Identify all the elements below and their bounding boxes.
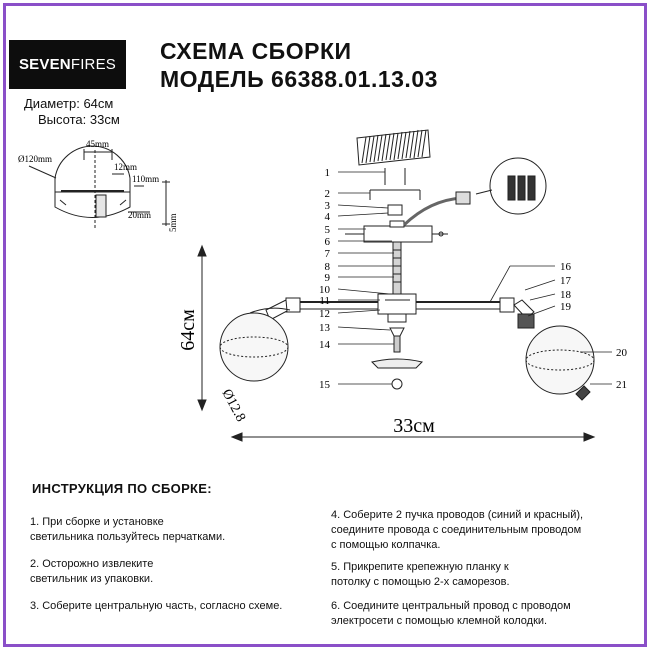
- part-leaders: [337, 171, 612, 385]
- part-number: 15: [319, 379, 331, 391]
- part-number: 14: [319, 339, 331, 351]
- step-line: светильник из упаковки.: [30, 573, 154, 585]
- part-number: 18: [560, 289, 572, 301]
- step-line: 4. Соберите 2 пучка проводов (синий и кр…: [331, 509, 584, 521]
- dim-5-label: 5mm: [168, 213, 178, 232]
- part-number: 7: [325, 248, 331, 260]
- part-number: 5: [325, 224, 331, 236]
- instruction-step-4: 4. Соберите 2 пучка проводов (синий и кр…: [331, 508, 631, 553]
- part-number: 10: [319, 284, 331, 296]
- step-line: 1. При сборке и установке: [30, 516, 164, 528]
- instruction-step-1: 1. При сборке и установке светильника по…: [30, 515, 300, 545]
- dim-110-label: 110mm: [132, 174, 159, 184]
- instructions-heading: ИНСТРУКЦИЯ ПО СБОРКЕ:: [32, 481, 212, 496]
- step-line: 5. Прикрепите крепежную планку к: [331, 561, 509, 573]
- part-number: 11: [319, 295, 330, 307]
- part-number: 19: [560, 301, 572, 313]
- instruction-step-6: 6. Соедините центральный провод с провод…: [331, 599, 631, 629]
- left-globe-shade: [219, 307, 291, 382]
- mounting-plate: [356, 129, 431, 166]
- connector-detail: [475, 157, 547, 215]
- instruction-step-5: 5. Прикрепите крепежную планку к потолку…: [331, 560, 631, 590]
- step-line: 2. Осторожно извлеките: [30, 558, 154, 570]
- part-number: 3: [325, 200, 331, 212]
- instruction-step-3: 3. Соберите центральную часть, согласно …: [30, 599, 330, 614]
- step-line: светильника пользуйтесь перчатками.: [30, 531, 226, 543]
- canopy-diameter-label: Ø120mm: [18, 154, 52, 164]
- part-number: 20: [616, 347, 628, 359]
- part-number: 6: [325, 236, 331, 248]
- step-line: потолку с помощью 2-х саморезов.: [331, 576, 510, 588]
- part-number: 17: [560, 275, 572, 287]
- model-title: МОДЕЛЬ 66388.01.13.03: [160, 66, 438, 92]
- spec-diameter: Диаметр: 64см: [24, 96, 114, 111]
- part-number: 12: [319, 308, 330, 320]
- spec-height: Высота: 33см: [38, 112, 120, 127]
- schema-title: СХЕМА СБОРКИ: [160, 38, 352, 64]
- part-number: 2: [325, 188, 331, 200]
- width-dimension-label: 33см: [393, 415, 435, 437]
- brand-part2: FIRES: [70, 56, 117, 73]
- dim-12-label: 12mm: [114, 162, 137, 172]
- step-line: 3. Соберите центральную часть, согласно …: [30, 600, 283, 612]
- step-line: 6. Соедините центральный провод с провод…: [331, 600, 571, 612]
- part-numbers: 1 2 3 4 5 6 7 8 9 10 11 12 13 14 15 16 1…: [319, 167, 628, 391]
- part-number: 9: [325, 272, 331, 284]
- brand-part1: SEVEN: [18, 56, 71, 73]
- step-line: соедините провода с соединительным прово…: [331, 524, 582, 536]
- height-dimension-label: 64см: [177, 309, 199, 351]
- central-assembly: [265, 168, 535, 390]
- part-number: 16: [560, 261, 572, 273]
- part-number: 1: [325, 167, 331, 179]
- dim-20-label: 20mm: [128, 210, 151, 220]
- dimension-lines: [197, 244, 596, 442]
- dim-45-label: 45mm: [86, 139, 109, 149]
- part-number: 13: [319, 322, 331, 334]
- canopy-detail: [28, 145, 170, 228]
- page-frame: [3, 3, 647, 647]
- shade-diameter-label: Ø12.8: [218, 387, 247, 425]
- part-number: 4: [325, 211, 331, 223]
- part-number: 21: [616, 379, 627, 391]
- step-line: электросети с помощью клемной колодки.: [331, 615, 548, 627]
- right-globe-shade: [525, 325, 595, 401]
- instruction-step-2: 2. Осторожно извлеките светильник из упа…: [30, 557, 300, 587]
- step-line: с помощью колпачка.: [331, 539, 441, 551]
- part-number: 8: [325, 261, 331, 273]
